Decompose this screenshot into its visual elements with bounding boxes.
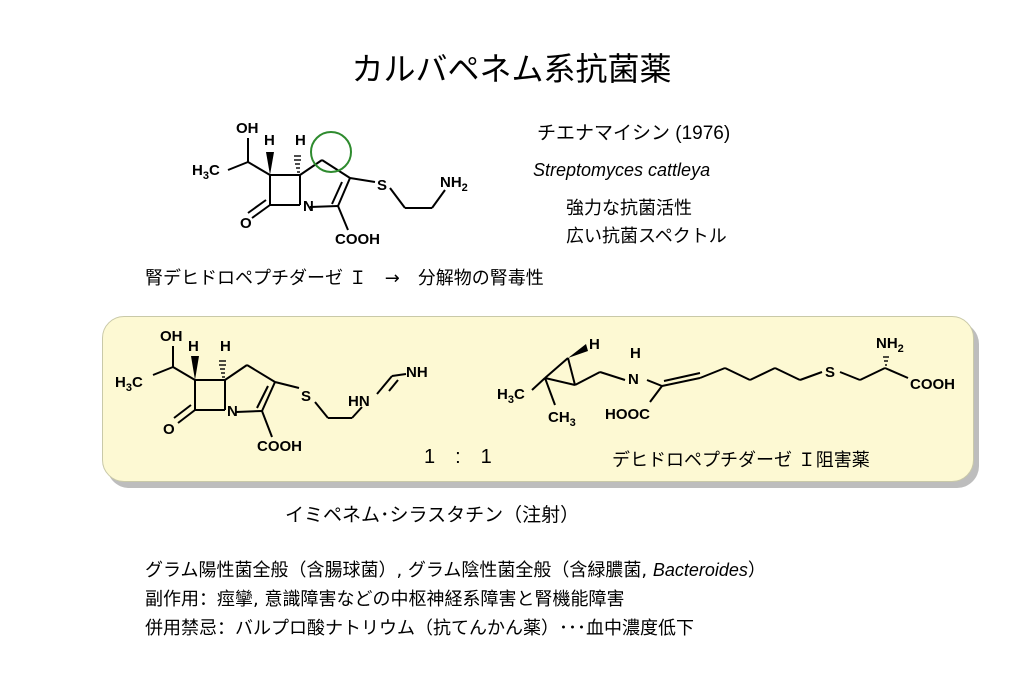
n-label: N [227, 403, 238, 420]
property-item: 強力な抗菌活性 [566, 198, 692, 219]
cooh-label: COOH [335, 231, 380, 248]
hn-label: HN [348, 393, 370, 410]
nh2-label: NH2 [440, 174, 468, 194]
page-title: カルバペネム系抗菌薬 [351, 50, 672, 88]
o-label: O [240, 215, 252, 232]
h-label: H [220, 338, 231, 355]
h-label: H [630, 345, 641, 362]
ratio-label: 1 : 1 [424, 446, 492, 468]
side-effects-note: 副作用：痙攣, 意識障害などの中枢神経系障害と腎機能障害 [145, 589, 625, 610]
combination-panel [102, 316, 974, 482]
h-label: H [589, 336, 600, 353]
h-label: H [295, 132, 306, 149]
h3c-label: H3C [497, 386, 525, 406]
thienamycin-name: チエナマイシン (1976) [537, 123, 731, 144]
property-item: 広い抗菌スペクトル [566, 226, 727, 247]
n-label: N [628, 371, 639, 388]
s-label: S [825, 364, 835, 381]
imipenem-structure: OH H H H3C N O S HN NH COOH [115, 328, 428, 455]
combination-name: イミペネム･シラスタチン（注射） [285, 504, 580, 526]
contraindication-note: 併用禁忌：バルプロ酸ナトリウム（抗てんかん薬）･･･血中濃度低下 [145, 618, 694, 639]
dhp-note: 腎デヒドロペプチダーゼ Ｉ → 分解物の腎毒性 [145, 268, 544, 289]
nh-label: NH [406, 364, 428, 381]
inhibitor-label: デヒドロペプチダーゼ Ｉ阻害薬 [612, 450, 870, 471]
thienamycin-structure: OH H H H3C N O S NH2 COOH [192, 120, 468, 248]
oh-label: OH [160, 328, 183, 345]
s-label: S [301, 388, 311, 405]
h3c-label: H3C [192, 162, 220, 182]
cooh-label: COOH [910, 376, 955, 393]
spectrum-note: グラム陽性菌全般（含腸球菌）, グラム陰性菌全般（含緑膿菌, Bacteroid… [145, 560, 766, 581]
nh2-label: NH2 [876, 335, 904, 355]
oh-label: OH [236, 120, 259, 137]
ch3-label: CH3 [548, 409, 576, 429]
s-label: S [377, 177, 387, 194]
genus-name: Bacteroides [652, 560, 748, 580]
cooh-label: COOH [257, 438, 302, 455]
h3c-label: H3C [115, 374, 143, 394]
o-label: O [163, 421, 175, 438]
cilastatin-structure: H H3C CH3 H N HOOC S NH2 COOH [497, 335, 955, 429]
h-label: H [188, 338, 199, 355]
n-label: N [303, 198, 314, 215]
hooc-label: HOOC [605, 406, 650, 423]
h-label: H [264, 132, 275, 149]
organism-name: Streptomyces cattleya [533, 160, 711, 180]
